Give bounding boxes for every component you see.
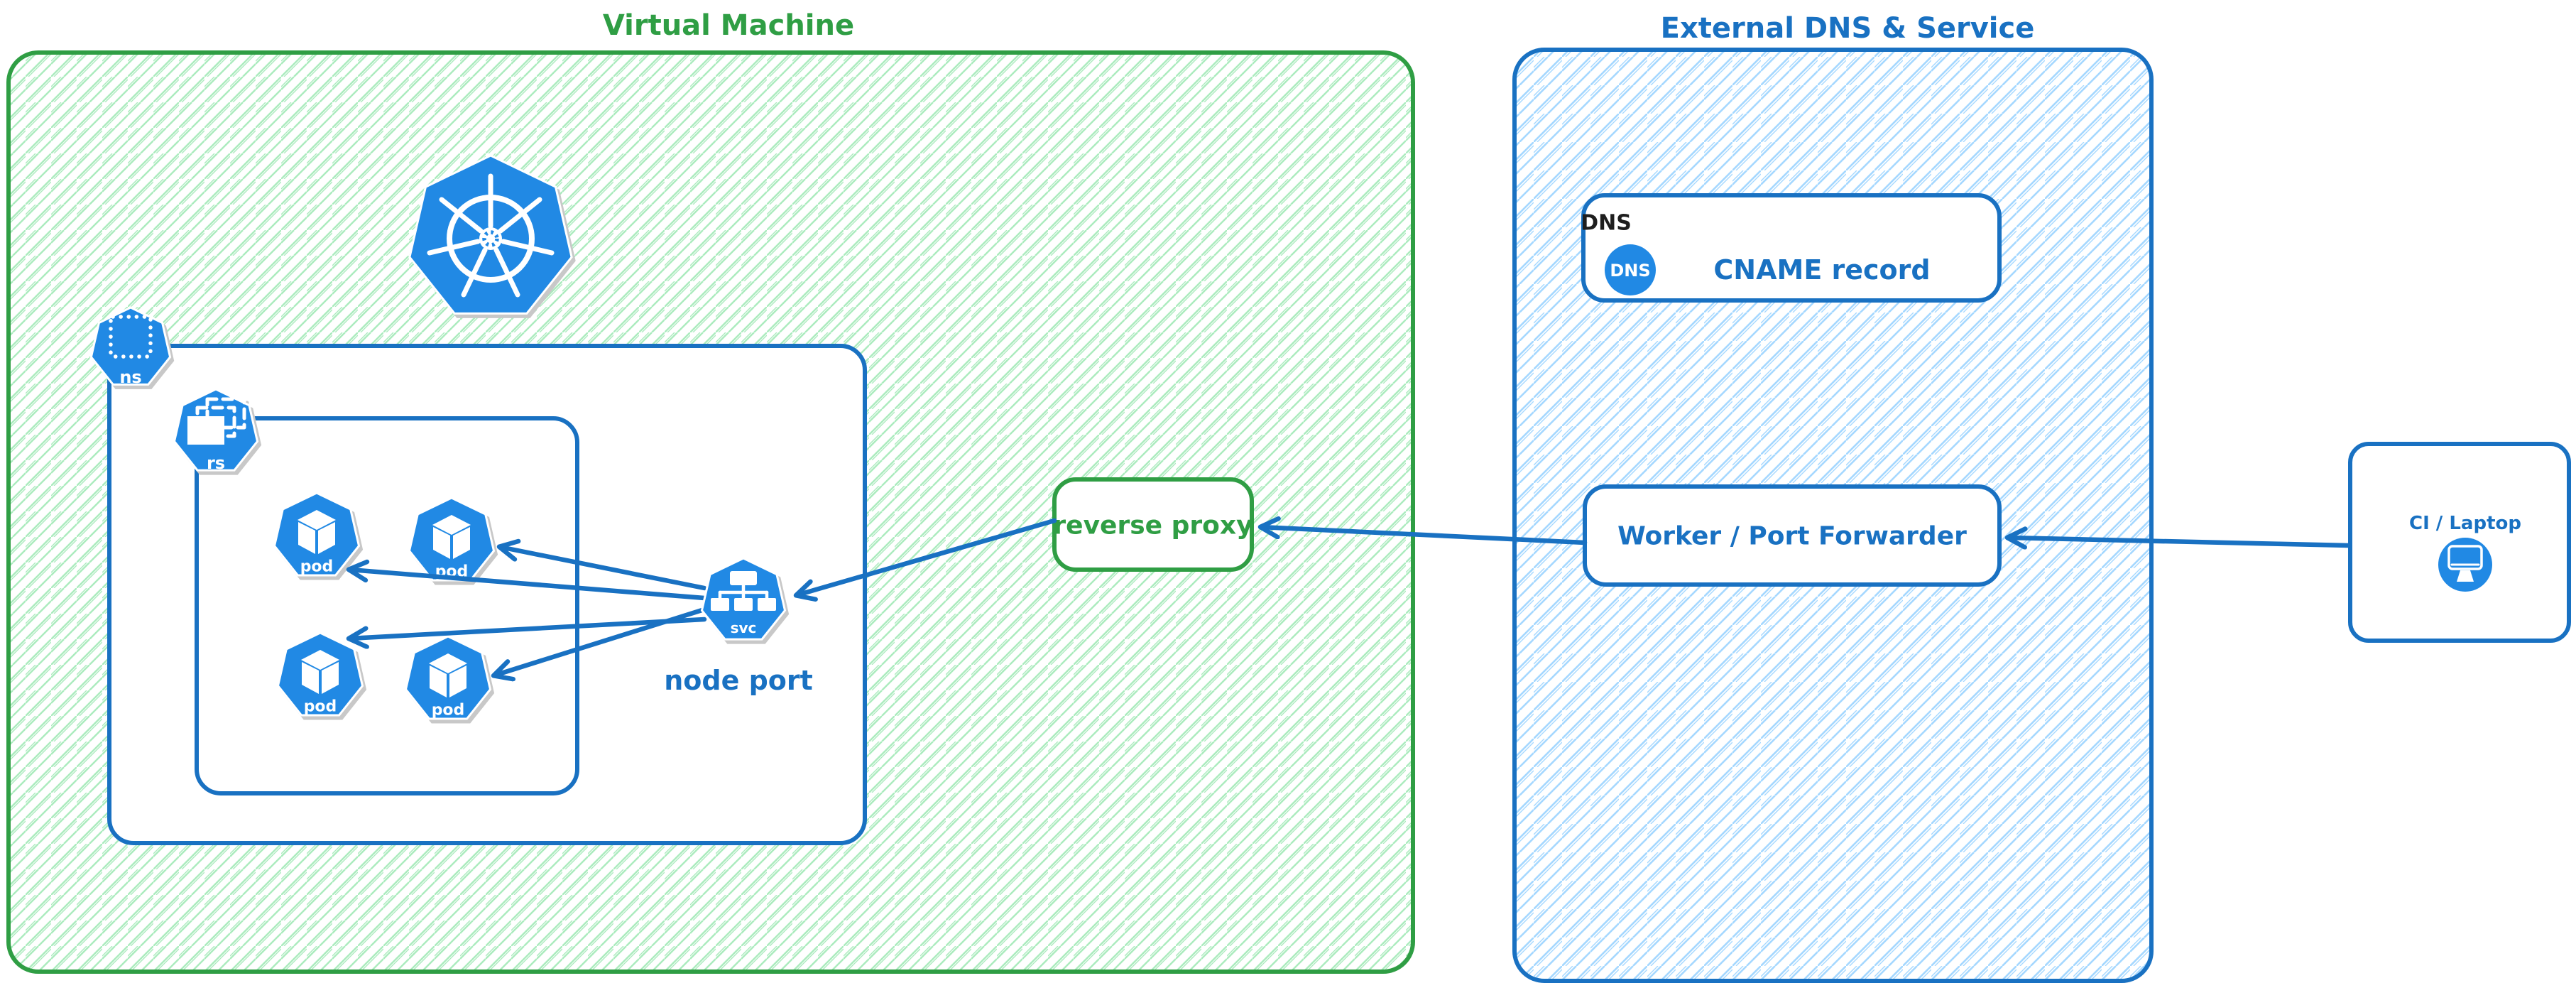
virtual-machine-title: Virtual Machine bbox=[603, 9, 854, 42]
dns-icon-label: DNS bbox=[1610, 261, 1650, 281]
worker-label: Worker / Port Forwarder bbox=[1617, 522, 1967, 551]
arrow-service-to-pod-3 bbox=[349, 617, 707, 639]
pod-icon: pod bbox=[405, 635, 491, 720]
service-icon-label: svc bbox=[731, 619, 757, 636]
ci-laptop-label: CI / Laptop bbox=[2409, 513, 2521, 534]
kubernetes-logo-icon bbox=[408, 154, 573, 315]
external-dns-title: External DNS & Service bbox=[1661, 12, 2035, 45]
arrow-service-to-pod-2 bbox=[500, 547, 707, 591]
service-icon: svc bbox=[700, 557, 787, 641]
pod-icon-label: pod bbox=[304, 698, 337, 716]
dns-tag: DNS bbox=[1581, 211, 1632, 236]
arrow-service-to-pod-1 bbox=[349, 570, 707, 601]
worker-card bbox=[1583, 484, 2002, 587]
pod-icon: pod bbox=[273, 492, 360, 577]
node-port-label: node port bbox=[664, 665, 813, 696]
replicaset-icon-label: rs bbox=[207, 453, 225, 473]
computer-icon bbox=[2438, 538, 2492, 592]
pod-icon-label: pod bbox=[300, 558, 334, 576]
cname-record-label: CNAME record bbox=[1713, 254, 1930, 286]
replicaset-icon: rs bbox=[173, 388, 259, 473]
namespace-icon-label: ns bbox=[119, 367, 141, 387]
reverse-proxy-box bbox=[1052, 477, 1254, 572]
arrow-worker-to-reverse-proxy bbox=[1261, 527, 1588, 545]
pod-icon-label: pod bbox=[432, 702, 465, 719]
pod-icon: pod bbox=[277, 631, 364, 717]
dns-icon: DNS bbox=[1605, 244, 1656, 295]
namespace-icon: ns bbox=[89, 306, 172, 387]
dns-card bbox=[1581, 193, 2002, 303]
reverse-proxy-label: reverse proxy bbox=[1053, 511, 1252, 541]
arrow-reverse-proxy-to-service bbox=[797, 518, 1057, 595]
arrow-ci-to-worker bbox=[2008, 538, 2352, 545]
replicaset-box bbox=[195, 416, 579, 795]
